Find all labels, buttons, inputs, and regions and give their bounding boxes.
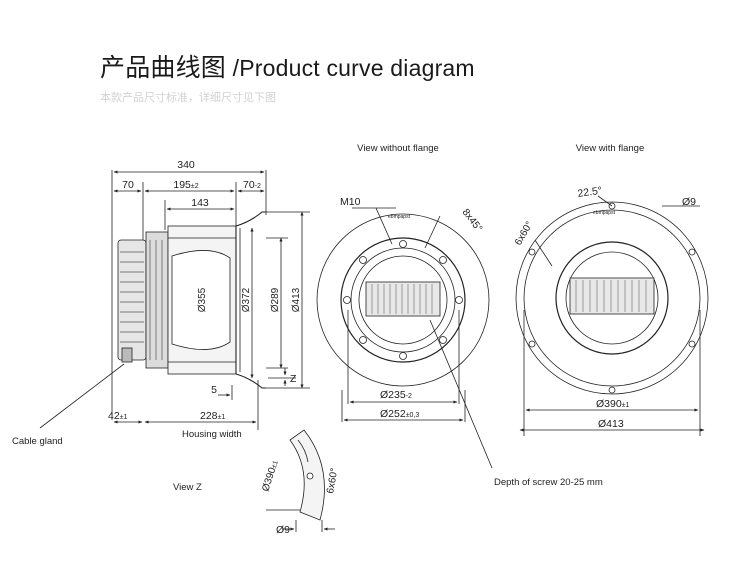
dim-195: 195±2 bbox=[173, 179, 198, 191]
page-subtitle: 本款产品尺寸标准，详细尺寸见下图 bbox=[100, 92, 276, 104]
holes-8x45: 8x45° bbox=[460, 207, 484, 234]
dim-dia-252: Ø252±0,3 bbox=[380, 408, 419, 420]
dim-dia-235: Ø235-2 bbox=[380, 389, 412, 401]
view-with-flange bbox=[515, 195, 709, 436]
dim-42: 42±1 bbox=[108, 410, 128, 422]
cable-gland-label: Cable gland bbox=[12, 436, 63, 447]
view-without-flange-label: View without flange bbox=[357, 143, 439, 154]
view-with-flange-label: View with flange bbox=[576, 143, 644, 154]
dim-dia-390: Ø390±1 bbox=[596, 398, 630, 410]
housing-width-label: Housing width bbox=[182, 429, 242, 440]
dim-dia-355: Ø355 bbox=[197, 287, 208, 312]
view-z-dia-390: Ø390±1 bbox=[260, 459, 280, 493]
dim-228: 228±1 bbox=[200, 410, 225, 422]
dim-overall-length: 340 bbox=[177, 159, 195, 171]
view-z-label: View Z bbox=[173, 482, 202, 493]
holes-6x60: 6x60° bbox=[513, 220, 535, 248]
thread-m10: M10 bbox=[340, 196, 361, 208]
dim-70-left: 70 bbox=[122, 179, 134, 191]
dim-dia-289: Ø289 bbox=[270, 287, 281, 312]
dim-5: 5 bbox=[211, 384, 217, 396]
motor-badge: ebmpapst bbox=[388, 214, 411, 220]
dim-70-right: 70-2 bbox=[243, 179, 261, 191]
dim-dia-372: Ø372 bbox=[241, 287, 252, 312]
motor-badge: ebmpapst bbox=[593, 210, 616, 216]
angle-22-5: 22.5° bbox=[577, 185, 603, 200]
dim-dia-413: Ø413 bbox=[291, 287, 302, 312]
dim-dia-9: Ø9 bbox=[682, 196, 696, 208]
view-without-flange bbox=[316, 207, 493, 469]
dim-dia-413: Ø413 bbox=[598, 418, 624, 430]
view-z-dia-9: Ø9 bbox=[276, 524, 290, 536]
view-z-holes: 6x60° bbox=[325, 467, 340, 494]
screw-depth-label: Depth of screw 20-25 mm bbox=[494, 477, 603, 488]
side-view bbox=[111, 170, 310, 430]
dim-z: Z bbox=[290, 373, 297, 385]
dim-143: 143 bbox=[191, 197, 209, 209]
page-title: 产品曲线图 /Product curve diagram bbox=[100, 54, 475, 82]
view-z bbox=[266, 429, 335, 532]
